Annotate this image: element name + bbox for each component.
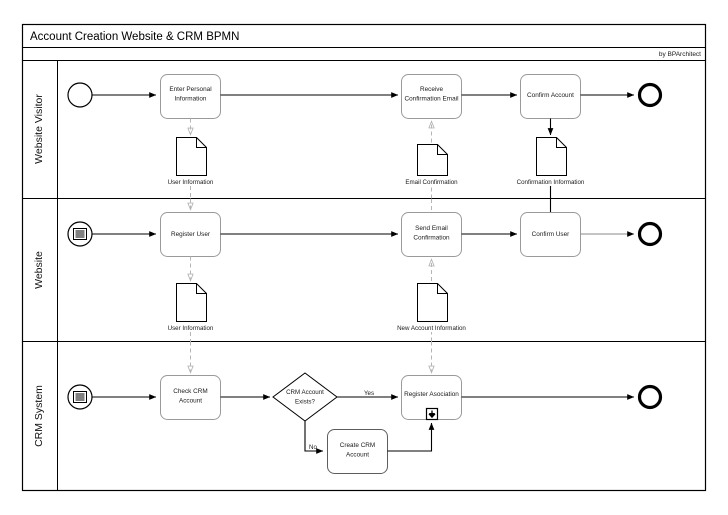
gateway-crm-account-exists-label-line1: CRM Account <box>286 389 324 396</box>
diagram-title: Account Creation Website & CRM BPMN <box>30 31 239 43</box>
lane-label-crm-system: CRM System <box>33 385 45 447</box>
gateway-crm-account-exists[interactable] <box>272 372 338 422</box>
task-check-crm-account-label-line2: Account <box>179 398 202 405</box>
data-object-new-account-information[interactable] <box>417 283 448 322</box>
receive-arrow-marker-icon <box>425 407 439 421</box>
data-object-confirmation-information[interactable] <box>536 137 567 176</box>
task-confirm-account-label: Confirm Account <box>527 92 574 99</box>
end-event-website-visitor[interactable] <box>637 82 663 108</box>
data-object-email-confirmation[interactable] <box>417 144 448 176</box>
task-create-crm-account-label-line1: Create CRM <box>340 442 376 449</box>
message-start-icon-crm-system <box>73 391 87 403</box>
task-send-email-confirmation-label-line1: Send Email <box>415 225 448 232</box>
data-object-confirmation-information-fold <box>556 137 567 148</box>
task-receive-confirmation-email-label-line1: Receive <box>420 86 444 93</box>
task-confirm-user-label: Confirm User <box>532 231 571 238</box>
flow-label-yes: Yes <box>364 390 374 397</box>
data-object-new-account-information-label: New Account Information <box>397 325 466 332</box>
end-event-website[interactable] <box>637 221 663 247</box>
task-check-crm-account-label-line1: Check CRM <box>173 388 207 395</box>
data-object-user-information-website-fold <box>196 283 207 294</box>
message-start-icon-website <box>73 228 87 240</box>
lane-label-website: Website <box>33 251 45 289</box>
data-object-user-information-website-label: User Information <box>168 325 214 332</box>
task-receive-confirmation-email-label-line2: Confirmation Email <box>405 96 459 103</box>
data-object-user-information-website[interactable] <box>176 283 207 322</box>
start-event-website-visitor[interactable] <box>67 82 93 108</box>
flow-gateway-no-to-create-crm-account <box>304 421 324 454</box>
diagram-outer-frame <box>21 23 707 492</box>
flow-label-no: No <box>309 444 317 451</box>
data-object-email-confirmation-fold <box>437 144 448 155</box>
task-send-email-confirmation-label-line2: Confirmation <box>413 235 450 242</box>
end-event-crm-system[interactable] <box>637 384 663 410</box>
task-create-crm-account-label-line2: Account <box>346 452 369 459</box>
data-object-user-information-visitor-label: User Information <box>168 179 214 186</box>
diagram-credit: by BPArchitect <box>659 51 701 58</box>
task-receive-confirmation-email[interactable] <box>401 74 462 119</box>
task-register-asociation-label: Register Asociation <box>404 391 459 398</box>
data-object-user-information-visitor[interactable] <box>176 137 207 176</box>
task-register-user-label: Register User <box>171 231 211 238</box>
flow-create-crm-account-to-register-asociation <box>387 422 435 452</box>
task-enter-personal-information-label-line1: Enter Personal <box>169 86 211 93</box>
lane-label-website-visitor: Website Visitor <box>33 94 45 164</box>
task-enter-personal-information-label-line2: Information <box>175 96 207 103</box>
gateway-crm-account-exists-label-line2: Exists? <box>295 399 316 406</box>
data-object-email-confirmation-label: Email Confirmation <box>405 179 458 186</box>
data-object-user-information-visitor-fold <box>196 137 207 148</box>
data-object-new-account-information-fold <box>437 283 448 294</box>
data-object-confirmation-information-label: Confirmation Information <box>517 179 585 186</box>
